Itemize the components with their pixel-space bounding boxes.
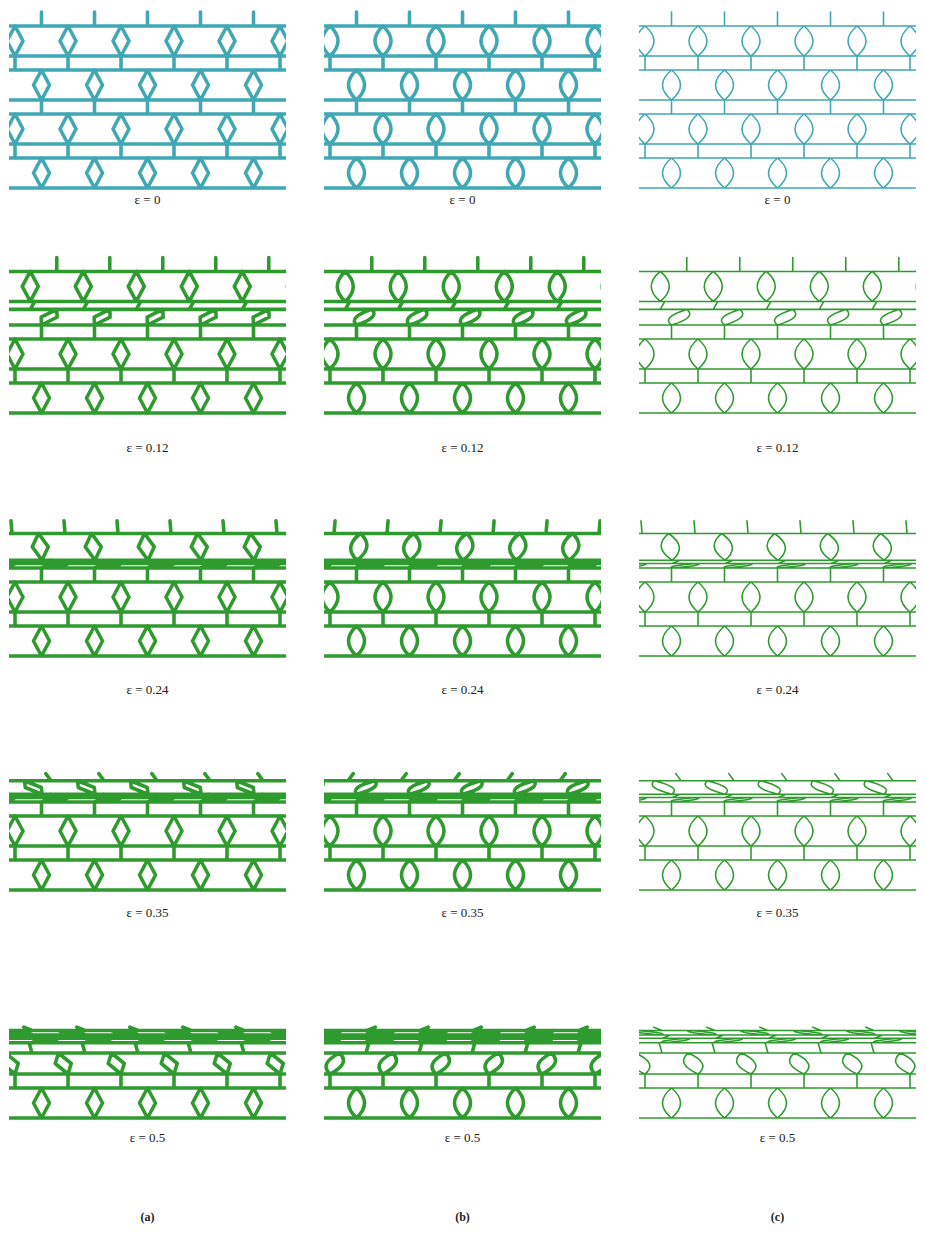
strain-label: ε = 0	[765, 192, 791, 208]
lattice-panel	[9, 12, 286, 188]
lattice-struts	[9, 521, 286, 656]
strain-label: ε = 0.5	[445, 1130, 481, 1146]
strain-label: ε = 0.24	[126, 682, 168, 698]
lattice-struts	[9, 774, 286, 890]
strain-label: ε = 0	[135, 192, 161, 208]
lattice-struts	[639, 1027, 916, 1118]
strain-label: ε = 0.24	[756, 682, 798, 698]
lattice-struts	[9, 12, 286, 188]
lattice-struts	[324, 774, 601, 890]
lattice-panel	[639, 1027, 916, 1118]
panel-letter: (a)	[141, 1210, 155, 1225]
lattice-struts	[324, 1027, 601, 1118]
lattice-struts	[639, 774, 916, 890]
panel-letter: (c)	[771, 1210, 784, 1225]
lattice-panel	[639, 12, 916, 188]
lattice-panel	[9, 521, 286, 656]
strain-label: ε = 0	[450, 192, 476, 208]
lattice-struts	[324, 257, 601, 413]
lattice-panel	[324, 774, 601, 890]
lattice-panel	[639, 257, 916, 413]
strain-label: ε = 0.5	[760, 1130, 796, 1146]
strain-label: ε = 0.12	[441, 440, 483, 456]
lattice-panel	[9, 774, 286, 890]
panel-letter: (b)	[455, 1210, 470, 1225]
lattice-panel	[639, 521, 916, 656]
lattice-struts	[324, 12, 601, 188]
lattice-panel	[639, 774, 916, 890]
lattice-struts	[324, 521, 601, 656]
lattice-struts	[9, 1027, 286, 1118]
strain-label: ε = 0.24	[441, 682, 483, 698]
lattice-panel	[324, 521, 601, 656]
lattice-struts	[639, 12, 916, 188]
strain-label: ε = 0.35	[756, 905, 798, 921]
strain-label: ε = 0.35	[126, 905, 168, 921]
lattice-struts	[639, 257, 916, 413]
lattice-panel	[9, 1027, 286, 1118]
lattice-panel	[324, 257, 601, 413]
lattice-panel	[9, 257, 286, 413]
lattice-struts	[9, 257, 286, 413]
strain-label: ε = 0.12	[756, 440, 798, 456]
strain-label: ε = 0.12	[126, 440, 168, 456]
strain-label: ε = 0.35	[441, 905, 483, 921]
lattice-panel	[324, 1027, 601, 1118]
lattice-panel	[324, 12, 601, 188]
lattice-struts	[639, 521, 916, 656]
strain-label: ε = 0.5	[130, 1130, 166, 1146]
